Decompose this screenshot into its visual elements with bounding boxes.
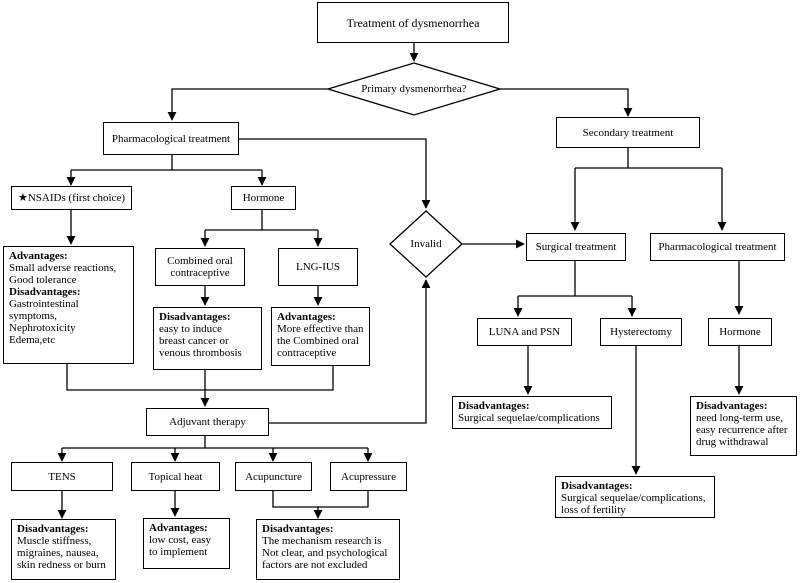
surgical-node: Surgical treatment — [526, 233, 626, 261]
edge-pharm-invalid — [239, 138, 431, 209]
title-node: Treatment of dysmenorrhea — [317, 2, 509, 43]
edge-join-adjuvant — [66, 364, 334, 391]
invalid-label: Invalid — [410, 238, 442, 250]
edge-adjuvant-split — [62, 436, 368, 449]
edge-acupressure-detail — [318, 491, 369, 508]
lngius-node: LNG-IUS — [278, 248, 358, 286]
edge-decision-pharm — [167, 88, 328, 121]
hormone-node: Hormone — [231, 186, 296, 210]
title-text: Treatment of dysmenorrhea — [346, 15, 480, 30]
edge-pharm-split — [71, 155, 262, 171]
luna-detail: Disadvantages: Surgical sequelae/complic… — [452, 396, 612, 429]
tens-node: TENS — [11, 462, 113, 491]
edge-secondary-split — [575, 148, 722, 169]
hysterectomy-node: Hysterectomy — [600, 318, 682, 346]
heat-detail: Advantages: low cost, easy to implement — [143, 518, 230, 569]
edge-acupuncture-detail — [272, 491, 323, 519]
hysterectomy-detail: Disadvantages: Surgical sequelae/complic… — [555, 476, 715, 518]
luna-node: LUNA and PSN — [477, 318, 572, 346]
nsaids-detail: Advantages: Small adverse reactions, Goo… — [3, 246, 134, 364]
coc-detail: Disadvantages: easy to induce breast can… — [153, 307, 262, 370]
edge-hormone-split — [205, 210, 318, 231]
pharm-primary-node: Pharmacological treatment — [103, 122, 239, 155]
edge-adjuvant-invalid — [269, 279, 431, 424]
pharm-secondary-node: Pharmacological treatment — [650, 233, 785, 261]
coc-node: Combined oral contraceptive — [155, 248, 245, 286]
acupuncture-node: Acupuncture — [235, 462, 312, 491]
hormone-secondary-detail: Disadvantages: need long-term use, easy … — [690, 396, 797, 456]
acupressure-node: Acupressure — [330, 462, 407, 491]
heat-node: Topical heat — [131, 462, 220, 491]
adjuvant-node: Adjuvant therapy — [146, 408, 269, 436]
edge-surgical-split — [518, 261, 632, 297]
lngius-detail: Advantages: More effective than the Comb… — [271, 307, 370, 366]
secondary-node: Secondary treatment — [556, 117, 700, 148]
hormone-secondary-node: Hormone — [708, 318, 772, 346]
decision-label: Primary dysmenorrhea? — [361, 83, 467, 95]
edge-decision-secondary — [500, 88, 633, 117]
tens-detail: Disadvantages: Muscle stiffness, migrain… — [11, 519, 116, 580]
decision-diamond — [325, 62, 503, 116]
acupuncture-acupressure-detail: Disadvantages: The mechanism research is… — [256, 519, 400, 580]
invalid-diamond — [389, 210, 463, 278]
nsaids-node: ★NSAIDs (first choice) — [11, 186, 132, 210]
